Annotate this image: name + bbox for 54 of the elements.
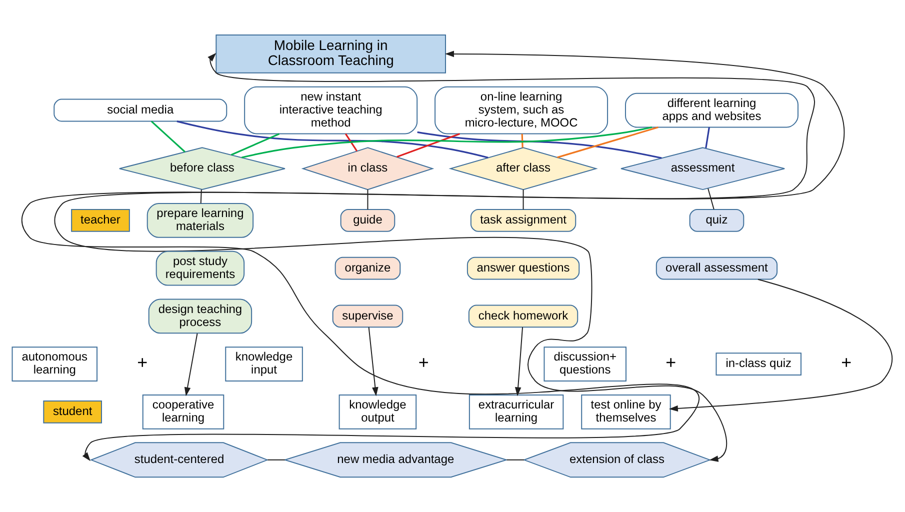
connector	[230, 133, 280, 156]
node-box: post study requirements	[156, 250, 245, 286]
node-box: cooperative learning	[142, 394, 224, 430]
connector	[417, 131, 662, 159]
node-box: Mobile Learning in Classroom Teaching	[216, 34, 446, 74]
arrow	[668, 278, 893, 412]
node-box: knowledge output	[338, 394, 417, 430]
connector	[557, 126, 658, 158]
node-box: discussion+ questions	[544, 346, 626, 382]
node-box: test online by themselves	[581, 394, 671, 430]
node-box: prepare learning materials	[146, 203, 254, 238]
node-diamond: before class	[118, 147, 286, 190]
label: +	[841, 352, 852, 372]
node-diamond: assessment	[620, 147, 786, 190]
label: +	[666, 352, 676, 372]
connector	[344, 133, 358, 152]
node-box: task assignment	[470, 209, 576, 232]
connector	[200, 189, 202, 204]
connector	[521, 134, 524, 148]
node-box: in-class quiz	[716, 352, 802, 376]
node-box: on-line learning system, such as micro-lecture, MOOC	[434, 86, 608, 134]
node-box: guide	[340, 209, 396, 232]
node-box: extracurricular learning	[468, 394, 564, 430]
node-box: different learning apps and websites	[625, 92, 798, 128]
label: +	[137, 352, 148, 372]
node-box: knowledge input	[225, 346, 303, 382]
connector	[242, 126, 652, 158]
node-box: autonomous learning	[12, 346, 98, 382]
connector	[267, 459, 286, 460]
arrow	[368, 326, 378, 396]
node-box: student	[43, 400, 102, 424]
connector	[150, 120, 186, 152]
node-box: social media	[54, 98, 228, 122]
node-box: teacher	[71, 209, 130, 232]
node-box: quiz	[689, 209, 744, 232]
node-box: design teaching process	[148, 298, 252, 334]
arrow	[514, 326, 524, 396]
connector	[367, 189, 368, 210]
node-box: new instant interactive teaching method	[244, 86, 418, 134]
connector	[506, 459, 524, 460]
node-box: check homework	[468, 304, 578, 328]
connector	[522, 189, 524, 210]
connector	[708, 188, 714, 210]
label: +	[418, 352, 429, 372]
node-diamond: in class	[301, 147, 434, 190]
connector	[176, 120, 488, 158]
node-diamond: after class	[448, 147, 598, 190]
node-box: answer questions	[466, 256, 580, 280]
arrow	[184, 333, 198, 396]
node-box: supervise	[332, 304, 404, 328]
node-box: organize	[334, 256, 401, 280]
node-box: overall assessment	[656, 256, 778, 280]
connector	[705, 127, 710, 148]
connector	[396, 133, 460, 158]
